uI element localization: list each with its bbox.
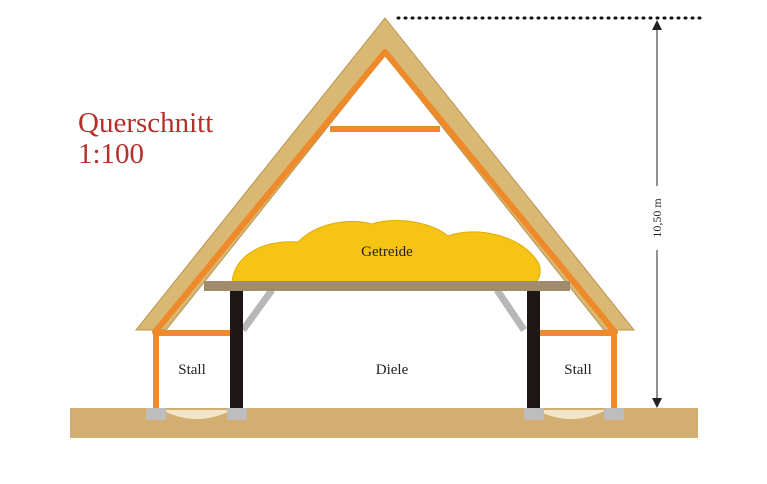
post-left [230,291,243,409]
dimension-height-label: 10,50 m [650,198,664,238]
dimension-arrow-bottom-icon [652,398,662,408]
label-hall: Diele [376,362,409,378]
diagram-scale: 1:100 [78,138,144,170]
footing-stone-3 [524,408,544,420]
footing-stone-2 [227,408,247,420]
label-stall-right: Stall [564,362,592,378]
footing-stone-1 [146,408,166,420]
dimension-arrow-top-icon [652,20,662,30]
diagram-title: Querschnitt [78,107,213,139]
grain-heap [231,219,541,283]
rafter-left [152,49,388,335]
label-stall-left: Stall [178,362,206,378]
footing-stone-4 [604,408,624,420]
floor-beam [204,281,570,291]
ground-recess-left [162,410,232,419]
brace-right [494,288,527,332]
post-right [527,291,540,409]
label-grain: Getreide [361,244,413,260]
rafter-right [382,49,618,335]
ground-recess-right [536,410,606,419]
brace-left [240,287,275,333]
